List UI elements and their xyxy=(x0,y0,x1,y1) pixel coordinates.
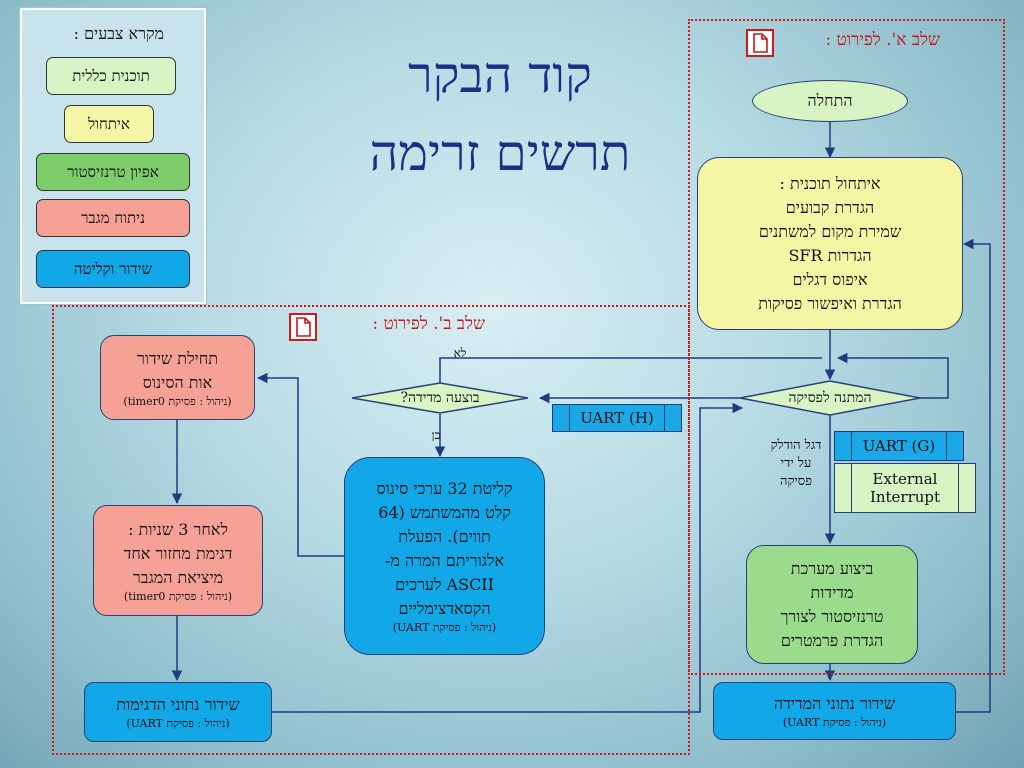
receive-line-3: תווים). הפעלת xyxy=(398,527,491,546)
flag-line-1: דגל הודלק xyxy=(770,438,822,453)
measure-line-3: טרנזיסטור לצורך xyxy=(780,606,884,626)
wait-label: המתנה לפסיקה xyxy=(788,390,872,406)
stage-b-document-icon[interactable] xyxy=(289,313,317,341)
stage-a-document-icon[interactable] xyxy=(746,29,774,57)
init-line-2: הגדרת קבועים xyxy=(785,197,875,217)
sample-line-1: לאחר 3 שניות : xyxy=(128,519,228,539)
legend-item-transmit-receive: שידור וקליטה xyxy=(36,250,190,288)
receive-line-2: קלט מהמשתמש (64 xyxy=(378,503,511,522)
measure-node: ביצוע מערכת מדידות טרנזיסטור לצורך הגדרת… xyxy=(746,545,918,664)
no-label: לא xyxy=(453,346,467,360)
receive-note: (ניהול : פסיקת UART) xyxy=(392,621,497,634)
legend-item-transistor-characterization: אפיון טרנזיסטור xyxy=(36,153,190,191)
tx-samples-note: (ניהול : פסיקת UART) xyxy=(126,717,230,730)
uart-g-label: UART (G) xyxy=(862,437,936,455)
title-line-2: תרשים זרימה xyxy=(369,124,631,182)
init-line-6: הגדרת ואיפשור פסיקות xyxy=(758,293,902,313)
sample-node: לאחר 3 שניות : דגימת מחזור אחד מיציאת המ… xyxy=(93,505,263,616)
init-line-5: איפוס דגלים xyxy=(792,269,868,289)
sample-note: (ניהול : פסיקת timer0) xyxy=(123,589,233,603)
measure-decision-label: בוצעה מדידה? xyxy=(400,390,480,406)
legend-title: מקרא צבעים : xyxy=(73,24,164,43)
init-line-3: שמירת מקום למשתנים xyxy=(758,221,902,241)
sine-transmit-node: תחילת שידור אות הסינוס (ניהול : פסיקת ti… xyxy=(100,335,255,420)
init-node: איתחול תוכנית : הגדרת קבועים שמירת מקום … xyxy=(697,157,963,330)
sine-tx-line-2: אות הסינוס xyxy=(142,372,213,392)
receive-line-4: אלגוריתם המרה מ- xyxy=(384,551,505,570)
external-interrupt-line-2: Interrupt xyxy=(869,488,941,506)
external-interrupt: External Interrupt xyxy=(834,463,976,513)
init-line-1: איתחול תוכנית : xyxy=(779,173,881,193)
legend-item-general-program: תוכנית כללית xyxy=(46,57,176,95)
receive-line-1: קליטת 32 ערכי סינוס xyxy=(376,479,513,498)
yes-label: כן xyxy=(431,428,441,442)
receive-line-5: ASCII לערכים xyxy=(395,575,494,594)
measure-line-1: ביצוע מערכת xyxy=(790,558,874,578)
stage-a-label: שלב א'. לפירוט : xyxy=(825,30,940,50)
sample-line-2: דגימת מחזור אחד xyxy=(123,543,233,563)
tx-measure-note: (ניהול : פסיקת UART) xyxy=(782,716,887,729)
uart-h-label: UART (H) xyxy=(580,409,654,427)
sine-tx-line-1: תחילת שידור xyxy=(137,348,218,368)
start-label: התחלה xyxy=(807,91,853,110)
flag-raised-note: דגל הודלק על ידי פסיקה xyxy=(758,437,834,491)
legend-item-initialization: איתחול xyxy=(64,105,154,143)
tx-samples-line: שידור נתוני הדגימות xyxy=(116,695,240,714)
stage-b-label: שלב ב'. לפירוט : xyxy=(372,314,485,334)
measure-line-2: מדידות xyxy=(810,582,854,602)
transmit-samples-node: שידור נתוני הדגימות (ניהול : פסיקת UART) xyxy=(84,682,272,742)
transmit-measurement-node: שידור נתוני המדידה (ניהול : פסיקת UART) xyxy=(713,682,956,740)
receive-sine-node: קליטת 32 ערכי סינוס קלט מהמשתמש (64 תווי… xyxy=(344,457,545,655)
tx-measure-line: שידור נתוני המדידה xyxy=(773,694,896,713)
start-node: התחלה xyxy=(752,80,908,122)
title-line-1: קוד הבקר xyxy=(408,46,592,104)
flag-line-2: על ידי xyxy=(780,456,812,471)
page-title: קוד הבקר תרשים זרימה xyxy=(290,36,710,192)
legend-item-amplifier-analysis: ניתוח מגבר xyxy=(36,199,190,237)
uart-g-interrupt: UART (G) xyxy=(834,431,964,461)
color-legend: מקרא צבעים : תוכנית כללית איתחול אפיון ט… xyxy=(20,8,206,304)
flag-line-3: פסיקה xyxy=(779,474,813,489)
sample-line-3: מיציאת המגבר xyxy=(132,567,224,587)
external-interrupt-line-1: External xyxy=(872,470,938,488)
uart-h-interrupt: UART (H) xyxy=(552,404,682,432)
sine-tx-note: (ניהול : פסיקת timer0) xyxy=(123,394,232,408)
stage-b-region xyxy=(52,305,690,755)
receive-line-6: הקסאדצימליים xyxy=(398,599,491,618)
measure-line-4: הגדרת פרמטרים xyxy=(780,630,884,650)
init-line-4: הגדרות SFR xyxy=(788,245,872,265)
